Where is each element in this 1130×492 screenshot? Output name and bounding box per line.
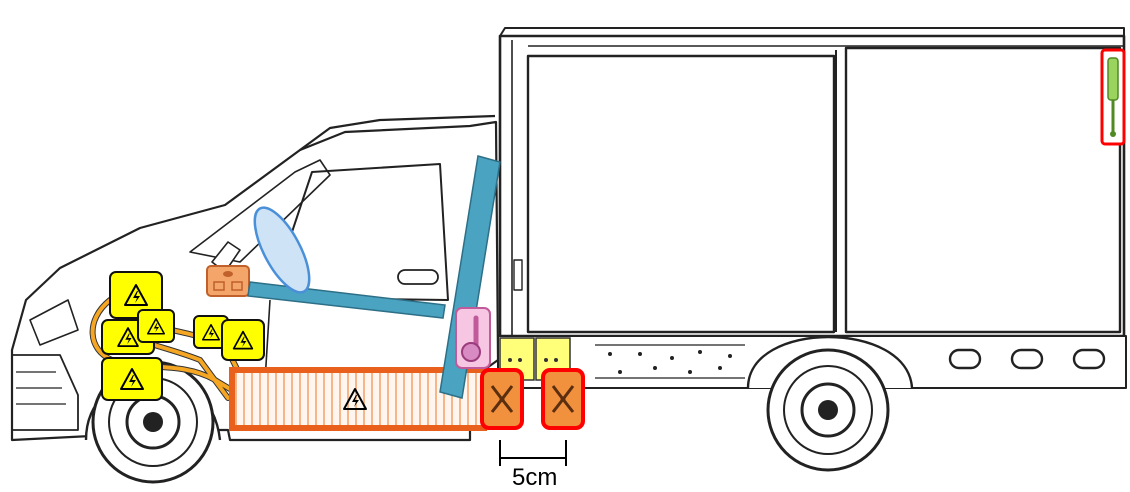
high-voltage-marker	[102, 358, 162, 400]
measurement-label: 5cm	[512, 464, 557, 492]
high-voltage-marker	[138, 310, 174, 342]
control-unit	[207, 266, 249, 296]
cargo-box	[500, 36, 1124, 336]
seatbelt-pretensioner-icon	[456, 308, 490, 368]
high-voltage-marker	[222, 320, 264, 360]
dimension-bracket	[500, 440, 566, 466]
gas-strut-icon	[1102, 50, 1124, 144]
rear-wheel	[768, 350, 888, 470]
cut-point	[543, 370, 583, 428]
cut-point	[482, 370, 522, 428]
